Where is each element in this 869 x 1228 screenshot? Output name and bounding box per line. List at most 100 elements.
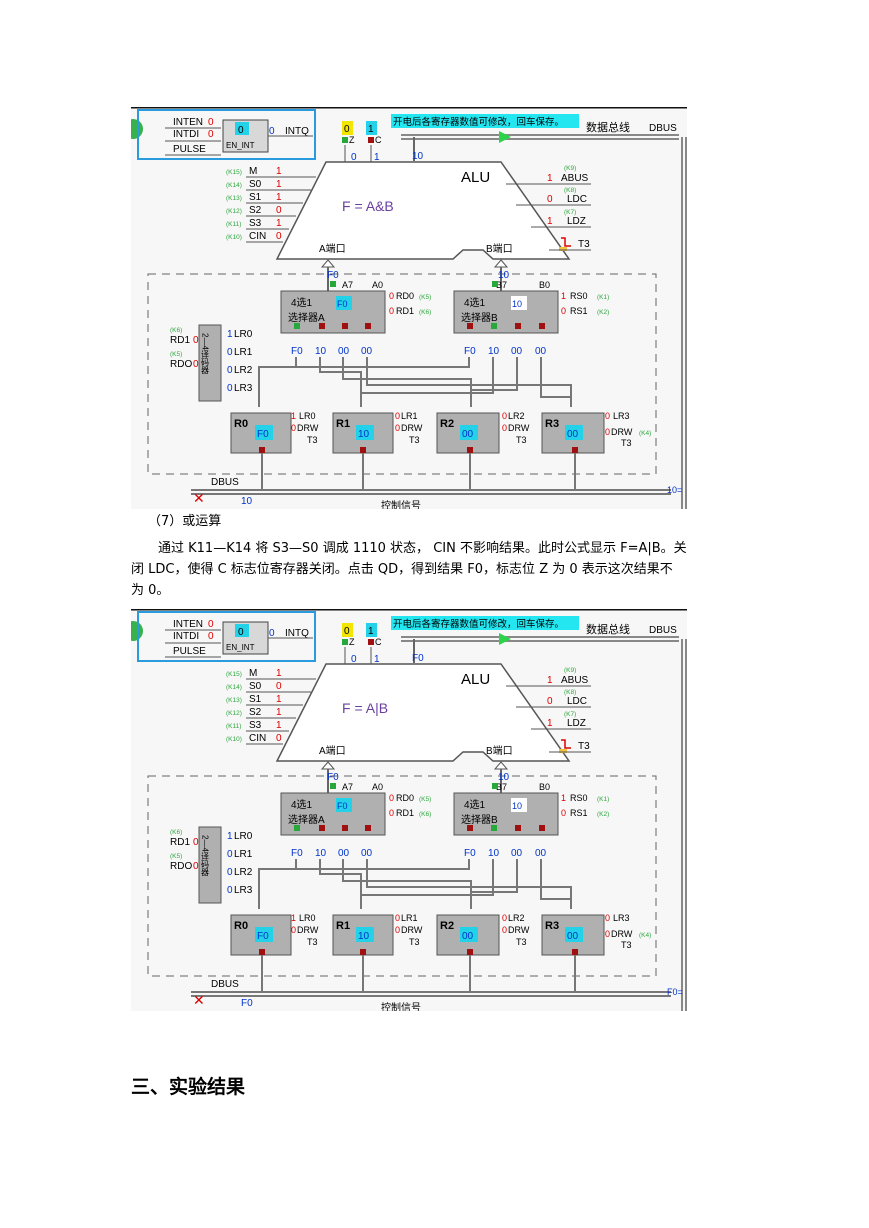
svg-text:1: 1 xyxy=(547,718,553,729)
svg-text:(K2): (K2) xyxy=(597,811,609,818)
svg-text:ALU: ALU xyxy=(461,671,490,688)
svg-text:1: 1 xyxy=(368,626,374,637)
svg-text:1: 1 xyxy=(561,793,566,803)
svg-text:F0: F0 xyxy=(464,346,476,357)
svg-text:0: 0 xyxy=(227,867,233,878)
svg-text:F = A&B: F = A&B xyxy=(342,198,394,214)
svg-text:RD1: RD1 xyxy=(170,837,190,848)
svg-text:控制信号: 控制信号 xyxy=(381,1001,421,1011)
svg-text:LDZ: LDZ xyxy=(567,718,586,729)
svg-text:0: 0 xyxy=(351,152,357,163)
close-icon: ✕ xyxy=(193,490,205,506)
svg-text:(K10): (K10) xyxy=(226,234,242,241)
svg-text:LR0: LR0 xyxy=(299,913,316,923)
svg-text:F0: F0 xyxy=(412,653,424,664)
svg-text:0: 0 xyxy=(193,837,199,848)
svg-text:0: 0 xyxy=(389,306,394,316)
svg-text:S3: S3 xyxy=(249,218,262,229)
svg-text:ALU: ALU xyxy=(461,169,490,186)
alu-diagram: INTEN 0 INTDI 0 PULSE 0 EN_INT 0 INTQ 0 … xyxy=(131,107,687,509)
svg-text:T3: T3 xyxy=(621,438,632,448)
svg-text:1: 1 xyxy=(291,913,296,923)
svg-text:(K7): (K7) xyxy=(564,711,576,718)
svg-text:1: 1 xyxy=(547,173,553,184)
paragraph-line-1: 通过 K11—K14 将 S3—S0 调成 1110 状态， CIN 不影响结果… xyxy=(158,541,687,556)
svg-text:选择器A: 选择器A xyxy=(288,813,325,826)
svg-text:LR3: LR3 xyxy=(613,411,630,421)
svg-text:RD1: RD1 xyxy=(396,808,414,818)
svg-text:10=: 10= xyxy=(667,485,682,495)
svg-text:10: 10 xyxy=(498,270,510,281)
alu-diagram: INTEN 0 INTDI 0 PULSE 0 EN_INT 0 INTQ 0 … xyxy=(131,609,687,1011)
svg-text:0: 0 xyxy=(227,383,233,394)
svg-text:C: C xyxy=(375,135,382,145)
svg-text:T3: T3 xyxy=(409,937,420,947)
bus-arrow-icon xyxy=(499,131,511,143)
svg-text:0: 0 xyxy=(395,423,400,433)
svg-text:T3: T3 xyxy=(307,937,318,947)
svg-text:R3: R3 xyxy=(545,418,559,430)
svg-text:10: 10 xyxy=(241,496,253,507)
svg-text:0: 0 xyxy=(227,365,233,376)
alu-control-right: (K9) 1 ABUS (K8) 0 LDC (K7) 1 LDZ T3 xyxy=(506,667,591,753)
svg-text:LR2: LR2 xyxy=(234,867,253,878)
svg-text:DRW: DRW xyxy=(401,925,423,935)
svg-text:1: 1 xyxy=(276,179,282,190)
svg-text:CIN: CIN xyxy=(249,231,266,242)
svg-text:DRW: DRW xyxy=(508,925,530,935)
svg-text:10: 10 xyxy=(512,299,522,309)
svg-text:0: 0 xyxy=(208,619,214,630)
svg-text:F = A|B: F = A|B xyxy=(342,700,388,716)
svg-text:DBUS: DBUS xyxy=(649,625,677,636)
svg-text:0: 0 xyxy=(502,913,507,923)
svg-text:F0: F0 xyxy=(241,998,253,1009)
svg-text:0: 0 xyxy=(395,411,400,421)
svg-text:0: 0 xyxy=(389,808,394,818)
svg-text:10: 10 xyxy=(315,848,327,859)
svg-text:选择器B: 选择器B xyxy=(461,311,498,324)
svg-text:RS0: RS0 xyxy=(570,793,588,803)
register-r1: R1 10 0 LR1 0 DRW T3 xyxy=(332,913,423,956)
svg-text:A端口: A端口 xyxy=(319,744,346,757)
svg-text:DBUS: DBUS xyxy=(211,477,239,488)
register-r3: R3 00 0 LR3 0 DRW (K4) T3 xyxy=(541,411,651,454)
svg-text:RD0: RD0 xyxy=(396,793,414,803)
svg-text:00: 00 xyxy=(462,429,474,440)
svg-text:1: 1 xyxy=(291,411,296,421)
svg-text:LR1: LR1 xyxy=(401,913,418,923)
svg-text:A端口: A端口 xyxy=(319,242,346,255)
svg-text:0: 0 xyxy=(227,347,233,358)
svg-text:INTEN: INTEN xyxy=(173,117,203,128)
svg-text:00: 00 xyxy=(338,346,350,357)
svg-text:1: 1 xyxy=(276,668,282,679)
svg-text:1: 1 xyxy=(227,329,233,340)
svg-text:T3: T3 xyxy=(516,435,527,445)
svg-text:00: 00 xyxy=(511,848,523,859)
svg-text:(K12): (K12) xyxy=(226,710,242,717)
svg-text:LR0: LR0 xyxy=(234,329,253,340)
svg-text:DRW: DRW xyxy=(297,925,319,935)
svg-text:10: 10 xyxy=(488,346,500,357)
mux-b-inputs: F0 10 00 00 xyxy=(464,848,547,859)
svg-text:数据总线: 数据总线 xyxy=(586,120,630,134)
svg-text:LR3: LR3 xyxy=(234,885,253,896)
svg-text:1: 1 xyxy=(276,166,282,177)
alu-control-left: (K15) M 1 (K14) S0 1 (K13) S1 1 (K12) S2… xyxy=(226,166,316,243)
svg-text:(K11): (K11) xyxy=(226,723,241,730)
svg-text:ABUS: ABUS xyxy=(561,675,589,686)
svg-text:0: 0 xyxy=(502,925,507,935)
svg-text:LR2: LR2 xyxy=(508,411,525,421)
svg-text:R2: R2 xyxy=(440,920,454,932)
alu-control-right: (K9) 1 ABUS (K8) 0 LDC (K7) 1 LDZ T3 xyxy=(506,165,591,251)
svg-text:0: 0 xyxy=(276,231,282,242)
svg-text:0: 0 xyxy=(238,627,244,638)
svg-text:LR3: LR3 xyxy=(613,913,630,923)
svg-text:A0: A0 xyxy=(372,280,383,290)
svg-text:B端口: B端口 xyxy=(486,744,513,757)
svg-text:1: 1 xyxy=(276,707,282,718)
status-badge-icon xyxy=(131,119,143,139)
svg-text:00: 00 xyxy=(511,346,523,357)
svg-text:0: 0 xyxy=(395,913,400,923)
svg-text:(K1): (K1) xyxy=(597,796,609,803)
svg-text:0: 0 xyxy=(547,696,553,707)
